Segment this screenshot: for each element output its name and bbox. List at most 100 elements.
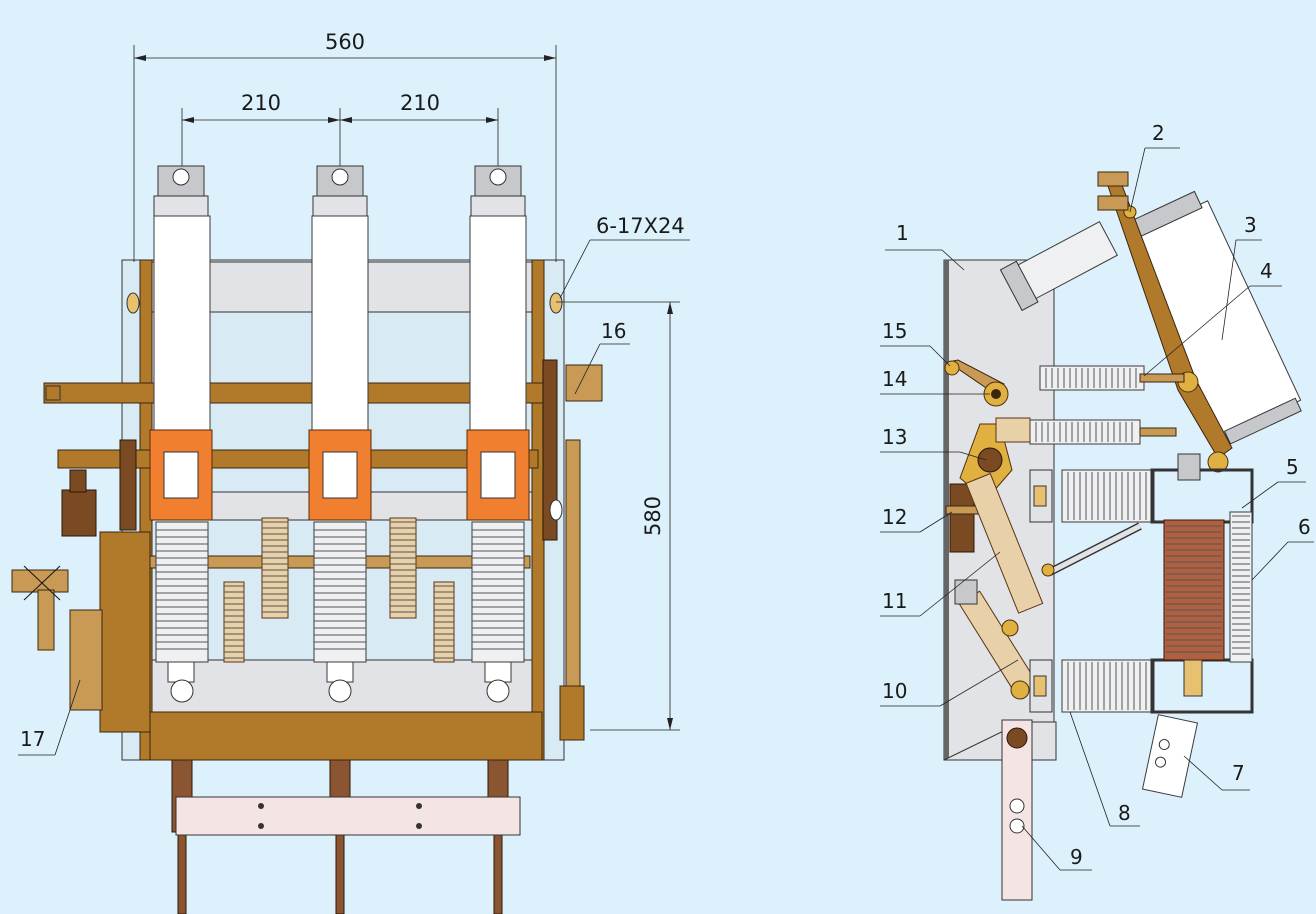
phase-a [149, 165, 213, 914]
phase-c-holder-window [480, 451, 516, 499]
dim-holes-label: 6-17X24 [596, 214, 685, 238]
phase-c-blade-tail [493, 829, 503, 914]
leader-6-b [1251, 541, 1289, 581]
spring-13 [995, 417, 1031, 443]
upper-insulator-body [1015, 221, 1118, 301]
spring-anchor [954, 579, 978, 605]
leader-9-b [1021, 825, 1061, 871]
arrow [486, 117, 498, 123]
leader-11-b [919, 551, 1001, 617]
arrow [182, 117, 194, 123]
spring-coils [224, 521, 454, 659]
lower-post-insulator-8 [1061, 659, 1155, 713]
dim-580-label: 580 [641, 496, 665, 536]
interrupter-terminal [1183, 659, 1203, 697]
phase-b-holder-window [322, 451, 358, 499]
spring-11-body [965, 472, 1044, 614]
mount-hole-right-mid [549, 499, 563, 521]
earth-hole-1 [1009, 798, 1025, 814]
callout-14: 14 [882, 367, 907, 391]
dim-210-left-label: 210 [241, 91, 281, 115]
callout-12: 12 [882, 505, 907, 529]
leader-1-b [941, 249, 965, 271]
phase-a-cap [153, 195, 209, 217]
interrupter-top-terminal [1177, 453, 1201, 481]
arm-clamp-bottom [1097, 195, 1129, 211]
callout-13: 13 [882, 425, 907, 449]
upper-base-nut [1033, 485, 1047, 507]
motor-neck [69, 469, 87, 493]
arrow [544, 55, 556, 61]
side-insulator-ribs [1035, 368, 1250, 710]
lower-base-nut [1033, 675, 1047, 697]
phase-b-lower-terminal [326, 661, 354, 683]
vacuum-interrupter [1163, 519, 1225, 661]
callout-2: 2 [1152, 121, 1165, 145]
phase-c [466, 165, 530, 914]
main-shaft [43, 382, 545, 404]
phase-a-lower-terminal [167, 661, 195, 683]
fuse-tube-bottom-cap [1223, 397, 1302, 445]
callout-16: 16 [601, 319, 626, 343]
link-rod-left [119, 439, 137, 531]
handle-cross-b [23, 565, 61, 601]
phase-c-fuse [469, 215, 527, 431]
phase-b-terminal-bolt [331, 168, 349, 186]
earth-contact-bolt-1 [1158, 739, 1170, 751]
bottom-pivot [1010, 680, 1030, 700]
bar-bolt-1 [258, 803, 264, 809]
phase-c-lower-terminal [484, 661, 512, 683]
arrow [134, 55, 146, 61]
callout-10: 10 [882, 679, 907, 703]
leader-7-b [1183, 755, 1223, 791]
callout-11: 11 [882, 589, 907, 613]
push-rod-lower [1139, 427, 1177, 437]
phase-c-insulator [471, 521, 525, 663]
phase-c-terminal-bolt [489, 168, 507, 186]
right-link [542, 359, 558, 541]
bar-bolt-3 [416, 803, 422, 809]
callout-6: 6 [1298, 515, 1311, 539]
callout-15: 15 [882, 319, 907, 343]
phase-b-fuse [311, 215, 369, 431]
leader-15-b [929, 345, 951, 367]
bar-bolt-4 [416, 823, 422, 829]
arrow [667, 302, 673, 314]
dim-560-label: 560 [325, 30, 365, 54]
phase-a-fuse [153, 215, 211, 431]
handle-drop [37, 589, 55, 651]
leader-17 [54, 679, 81, 756]
phase-c-fuse-holder [466, 429, 530, 521]
phase-a-blade-tail [177, 829, 187, 914]
upper-insulator [999, 221, 1118, 312]
bar-bolt-2 [258, 823, 264, 829]
callout-1: 1 [896, 221, 909, 245]
fuse-tube-3 [1129, 190, 1302, 445]
phase-a-holder-window [163, 451, 199, 499]
callout-7: 7 [1232, 761, 1245, 785]
rod-foot [559, 685, 585, 741]
callout-5: 5 [1286, 455, 1299, 479]
arm-clamp-top [1097, 171, 1129, 187]
earthing-frame [149, 711, 543, 761]
motor-box [61, 489, 97, 537]
leader-13-b [959, 451, 987, 461]
earthing-bar [175, 796, 521, 836]
pivot-13 [977, 447, 1003, 473]
earth-contact-7-body [1141, 714, 1199, 798]
callout-9: 9 [1070, 845, 1083, 869]
leader-5-b [1241, 481, 1279, 509]
callout-3: 3 [1244, 213, 1257, 237]
phase-c-busbar-hole [486, 679, 510, 703]
phase-a-busbar-hole [170, 679, 194, 703]
callout-17: 17 [20, 727, 45, 751]
damper-12 [949, 483, 975, 553]
front-view: 560 210 210 580 6-17X24 16 17 [11, 30, 690, 914]
spring-3 [389, 517, 417, 619]
insulator-ribs [156, 529, 524, 650]
side-view: 1 2 3 4 5 6 7 8 9 10 11 12 13 14 15 [880, 121, 1314, 901]
upper-post-insulator [1061, 469, 1155, 523]
mount-hole-right [549, 292, 563, 314]
phase-b-insulator [313, 521, 367, 663]
